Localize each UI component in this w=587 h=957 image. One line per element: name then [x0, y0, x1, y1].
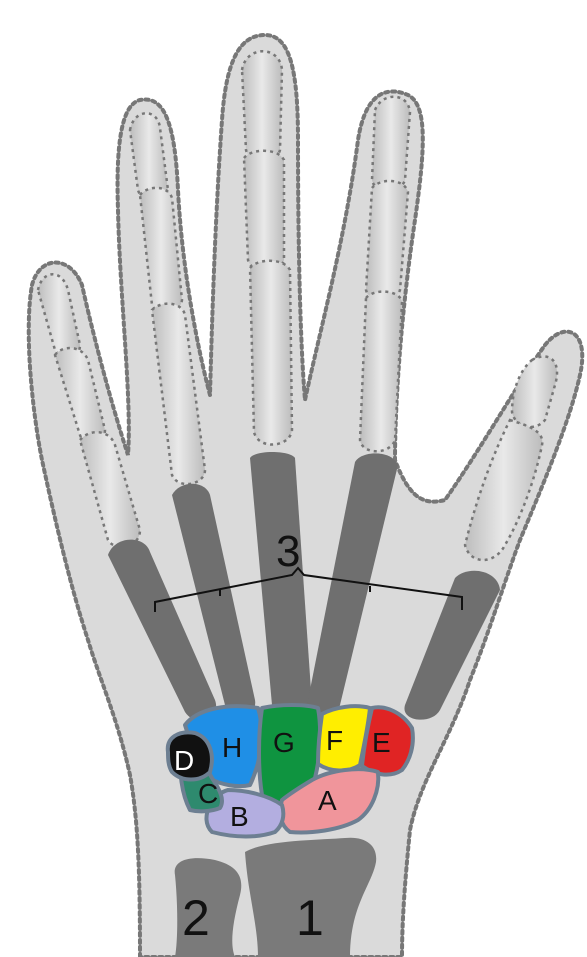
label-d: D — [174, 745, 194, 776]
label-1: 1 — [296, 890, 324, 946]
middle-finger-middle — [244, 151, 284, 272]
index-finger-middle — [366, 181, 408, 301]
label-2: 2 — [182, 890, 210, 946]
middle-finger-proximal — [250, 261, 292, 445]
label-3: 3 — [276, 527, 300, 576]
index-finger-distal — [372, 97, 410, 192]
label-f: F — [326, 725, 343, 756]
label-a: A — [318, 785, 337, 816]
middle-finger-distal — [242, 51, 282, 161]
label-c: C — [198, 778, 218, 809]
label-h: H — [222, 732, 242, 763]
label-e: E — [372, 727, 391, 758]
label-b: B — [230, 801, 249, 832]
label-g: G — [273, 727, 295, 758]
